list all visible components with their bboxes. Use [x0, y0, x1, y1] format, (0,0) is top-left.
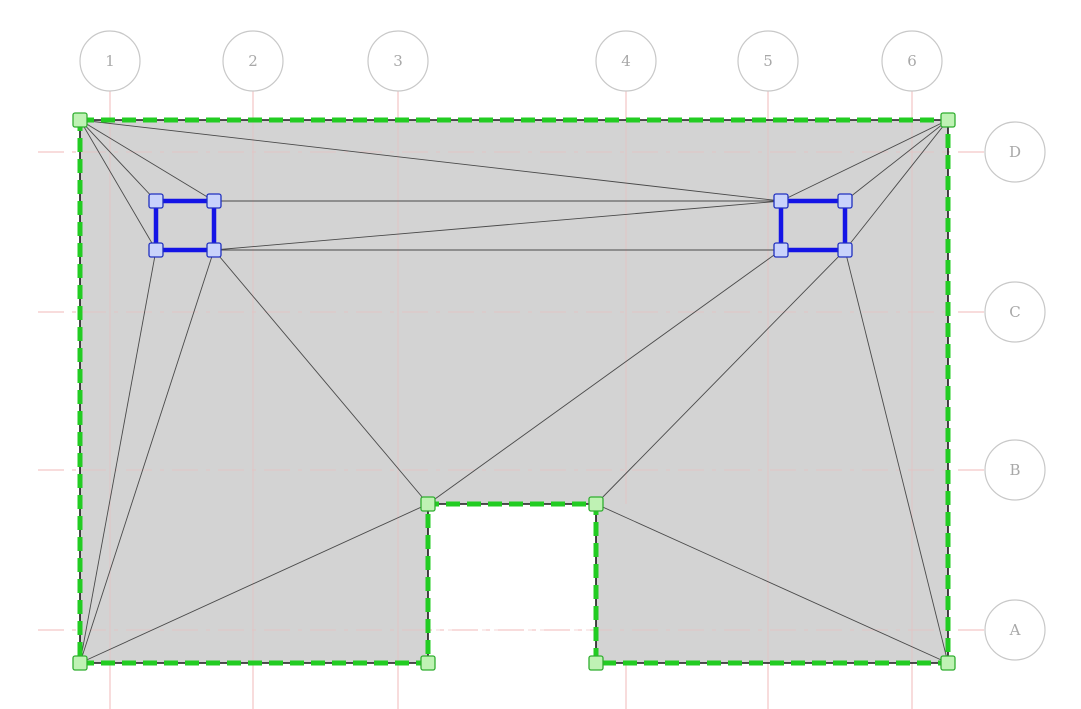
- grid-bubble-col-3: 3: [367, 30, 429, 92]
- opening-node[interactable]: [837, 242, 853, 258]
- tri-edge: [844, 119, 949, 251]
- tri-edge: [79, 119, 157, 251]
- grid-bubble-col-6: 6: [881, 30, 943, 92]
- grid-bubble-row-D: D: [984, 121, 1046, 183]
- grid-bubble-row-B: B: [984, 439, 1046, 501]
- tri-edge: [79, 503, 429, 664]
- column-opening-left[interactable]: [153, 198, 217, 253]
- grid-bubble-label: C: [1009, 303, 1020, 321]
- grid-bubble-col-4: 4: [595, 30, 657, 92]
- tri-edge: [79, 119, 782, 202]
- tri-edge: [79, 249, 215, 664]
- tri-edge: [213, 200, 782, 251]
- tri-edge: [213, 249, 429, 505]
- grid-bubble-row-C: C: [984, 281, 1046, 343]
- boundary-node[interactable]: [72, 112, 88, 128]
- opening-nodes: [148, 193, 853, 258]
- grid-bubble-label: 3: [393, 52, 403, 70]
- opening-node[interactable]: [206, 193, 222, 209]
- boundary-node[interactable]: [588, 655, 604, 671]
- opening-node[interactable]: [206, 242, 222, 258]
- boundary-nodes: [72, 112, 956, 671]
- tri-edge: [595, 249, 846, 505]
- grid-bubble-label: B: [1009, 461, 1020, 479]
- grid-bubble-label: 2: [248, 52, 258, 70]
- tri-edge: [79, 119, 157, 202]
- grid-bubble-col-5: 5: [737, 30, 799, 92]
- boundary-node[interactable]: [588, 496, 604, 512]
- grid-bubble-col-1: 1: [79, 30, 141, 92]
- tri-edge: [595, 503, 949, 664]
- grid-bubble-label: 6: [907, 52, 917, 70]
- grid-bubble-label: A: [1009, 621, 1021, 639]
- grid-bubble-row-A: A: [984, 599, 1046, 661]
- boundary-node[interactable]: [940, 655, 956, 671]
- boundary-node[interactable]: [420, 655, 436, 671]
- grid-bubble-label: 4: [621, 52, 631, 70]
- opening-node[interactable]: [773, 242, 789, 258]
- grid-bubble-label: 5: [763, 52, 773, 70]
- boundary-node[interactable]: [72, 655, 88, 671]
- column-bubbles: 1 2 3 4 5 6: [79, 30, 943, 92]
- boundary-node[interactable]: [420, 496, 436, 512]
- opening-node[interactable]: [148, 193, 164, 209]
- column-opening-right[interactable]: [778, 198, 848, 253]
- tri-edge: [79, 249, 157, 664]
- boundary-node[interactable]: [940, 112, 956, 128]
- grid-bubble-label: D: [1009, 143, 1021, 161]
- grid-lines-overlay: [80, 120, 948, 663]
- slab-area: [80, 120, 948, 663]
- tri-edge: [844, 119, 949, 202]
- opening-node[interactable]: [773, 193, 789, 209]
- tri-edge: [427, 249, 782, 505]
- grid-bubble-label: 1: [105, 52, 115, 70]
- tri-edge: [780, 119, 949, 202]
- row-bubbles: D C B A: [984, 121, 1046, 661]
- opening-node[interactable]: [148, 242, 164, 258]
- tri-edge: [844, 249, 949, 664]
- grid-bubble-col-2: 2: [222, 30, 284, 92]
- opening-node[interactable]: [837, 193, 853, 209]
- tri-edge: [79, 119, 215, 202]
